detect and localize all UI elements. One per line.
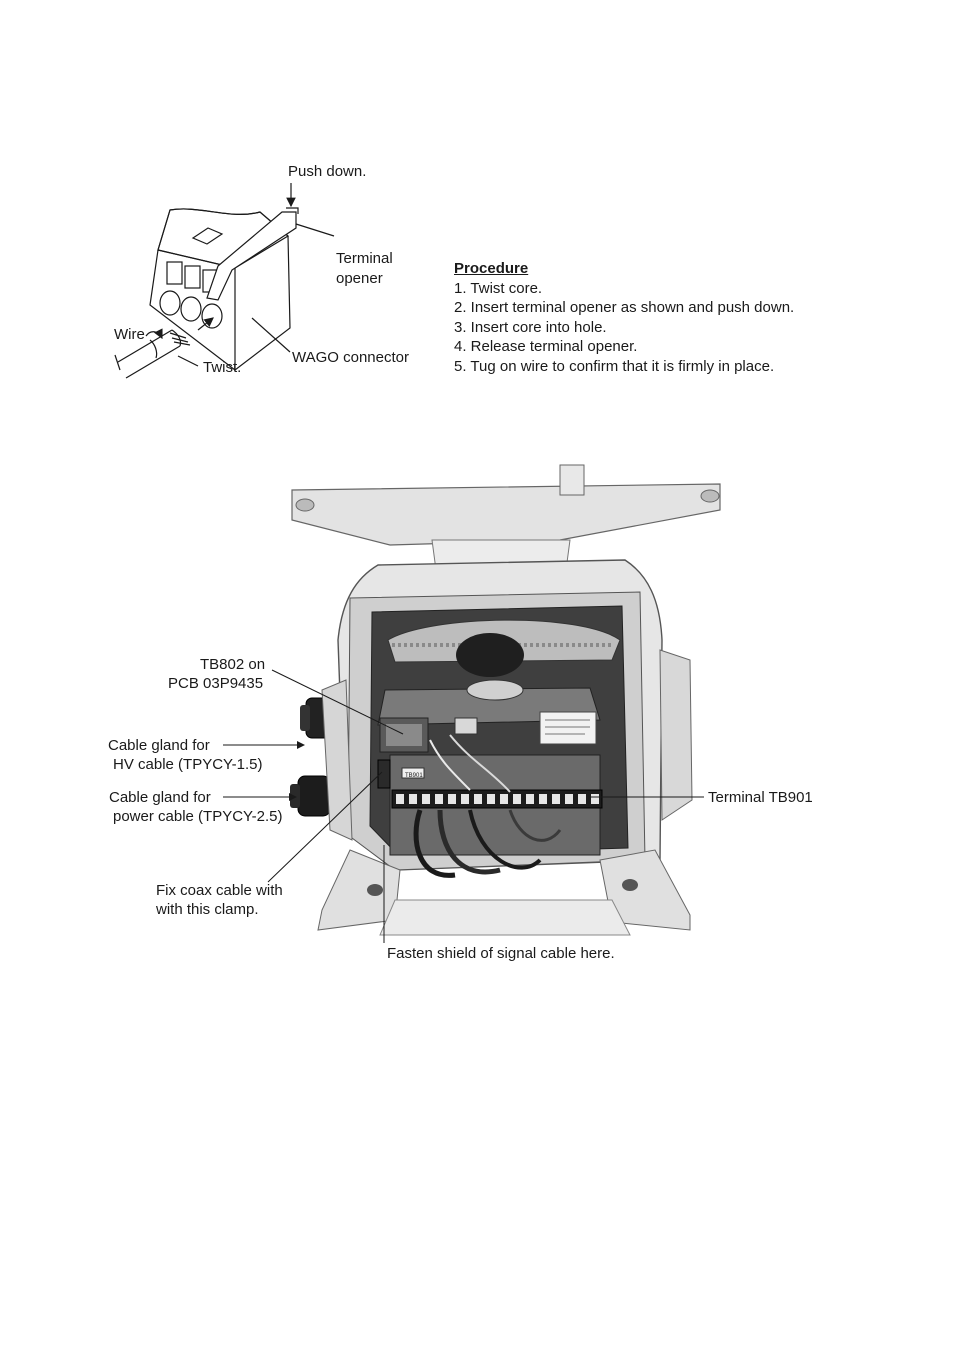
terminal-screw [591, 794, 599, 804]
terminal-screw [396, 794, 404, 804]
wago-connector-drawing [114, 183, 335, 379]
unit-photo: TB901 [290, 464, 721, 936]
terminal-screw [526, 794, 534, 804]
terminal-screw [539, 794, 547, 804]
photo-leader-lines [223, 669, 704, 943]
terminal-screw [500, 794, 508, 804]
terminal-screw [409, 794, 417, 804]
terminal-screw [578, 794, 586, 804]
power-gland-label-line1: Cable gland for [109, 789, 211, 806]
procedure-step: 2. Insert terminal opener as shown and p… [454, 299, 795, 316]
procedure-step: 5. Tug on wire to confirm that it is fir… [454, 357, 775, 375]
terminal-tb901-label: Terminal TB901 [708, 789, 813, 806]
wire-label: Wire [114, 326, 145, 343]
terminal-screw [435, 794, 443, 804]
power-gland-label-line2: power cable (TPYCY-2.5) [113, 808, 283, 825]
push-down-label: Push down. [288, 163, 367, 180]
twist-label: Twist. [203, 359, 242, 376]
terminal-screw [552, 794, 560, 804]
hv-gland-label-line1: Cable gland for [108, 737, 210, 754]
procedure-step: 1. Twist core. [454, 279, 543, 297]
power-cable-gland [290, 775, 331, 817]
terminal-screw [487, 794, 495, 804]
terminal-screw [565, 794, 573, 804]
terminal-screw [422, 794, 430, 804]
terminal-screw [461, 794, 469, 804]
procedure-title: Procedure [454, 260, 529, 277]
terminal-screw [474, 794, 482, 804]
terminal-opener-label-line2: opener [336, 270, 383, 287]
procedure-step: 3. Insert core into hole. [454, 318, 607, 336]
tb802-label-line1: TB802 on [200, 656, 266, 673]
tb802-label-line2: PCB 03P9435 [168, 675, 264, 692]
procedure-block: Procedure 1. Twist core. 2. Insert termi… [454, 259, 794, 376]
procedure-steps: 1. Twist core. 2. Insert terminal opener… [454, 279, 794, 377]
coax-clamp-label-line1: Fix coax cable with [156, 882, 283, 899]
terminal-screw [448, 794, 456, 804]
terminal-screw [513, 794, 521, 804]
procedure-step: 4. Release terminal opener. [454, 338, 638, 355]
terminal-opener-label-line1: Terminal [336, 250, 393, 267]
hv-gland-label-line2: HV cable (TPYCY-1.5) [113, 756, 263, 773]
shield-label: Fasten shield of signal cable here. [387, 945, 615, 962]
coax-clamp-label-line2: with this clamp. [156, 901, 259, 918]
wago-connector-label: WAGO connector [292, 349, 409, 366]
panel-label: TB901 [405, 773, 423, 779]
